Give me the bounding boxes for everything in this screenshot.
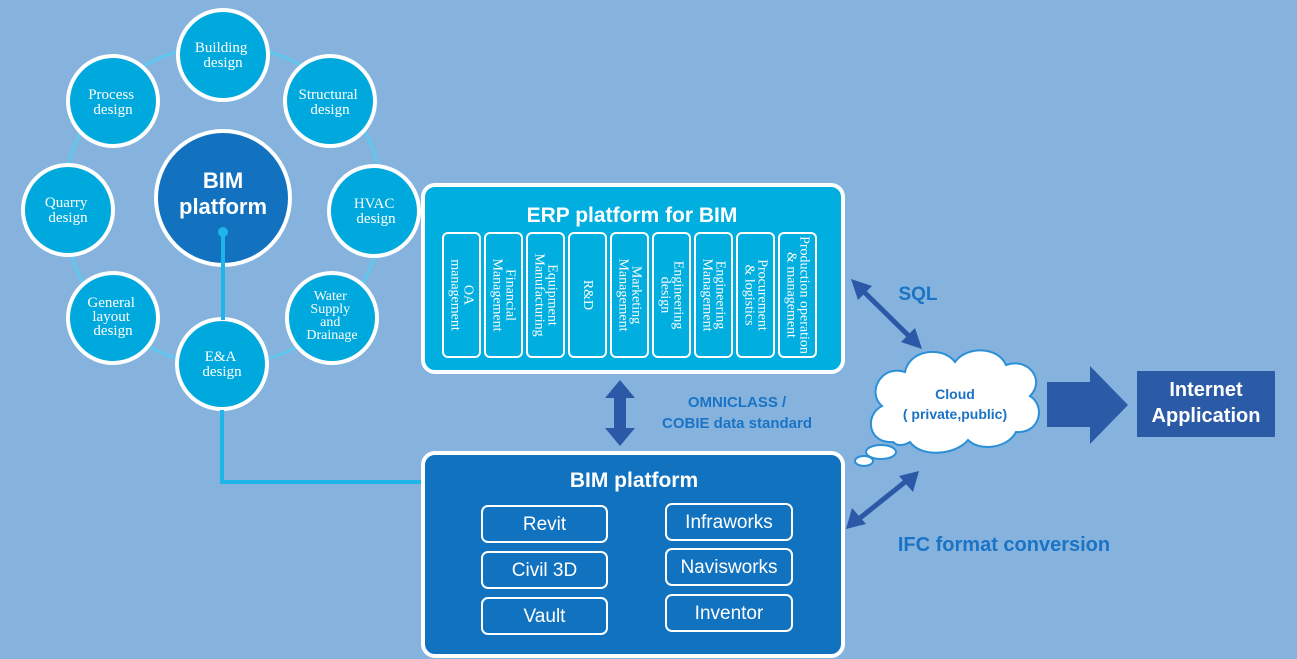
erp-module-label: Production operation [797, 236, 812, 354]
erp-module-label: & management [784, 252, 799, 338]
node-label-line: Process [88, 87, 134, 103]
erp-module-label: Procurement [755, 259, 770, 331]
internet-line2: Application [1152, 405, 1261, 427]
sql-arrow [851, 279, 922, 349]
node-label-line: design [203, 55, 243, 71]
hub-center-bim-platform: BIM platform [154, 129, 292, 267]
erp-module: Procurement& logistics [736, 232, 775, 358]
node-label-line: design [93, 102, 133, 118]
hub-center-line1: BIM [203, 168, 243, 193]
node-label-line: design [356, 211, 396, 227]
node-label-line: Quarry [45, 195, 88, 211]
erp-module-label: R&D [580, 280, 595, 310]
erp-module-label: Financial [503, 269, 518, 321]
hub-node-quarry-design: Quarry design [21, 163, 115, 257]
cloud-label-line1: Cloud [935, 386, 975, 402]
bim-tool-item: Navisworks [665, 548, 793, 586]
bim-box-title: BIM platform [570, 469, 698, 492]
node-label-line: General [87, 295, 134, 311]
erp-module-label: OA [461, 285, 476, 306]
standard-label-line2: COBIE data standard [662, 415, 812, 432]
cloud-label-line2: ( private,public) [903, 406, 1007, 422]
svg-text:Process design: Process design [88, 87, 138, 118]
hub-node-water-supply-drainage: Water Supply and Drainage [285, 271, 379, 365]
hub-center-line2: platform [179, 194, 267, 219]
bim-platform-box: BIM platform [421, 451, 845, 658]
svg-text:General layout des: General layout design [87, 295, 138, 339]
bim-tool-label: Revit [523, 514, 567, 535]
erp-module: Production operation& management [778, 232, 817, 358]
bim-tool-item: Revit [481, 505, 608, 543]
svg-text:Quarry design: Quarry design [45, 195, 91, 226]
node-label-line: E&A [205, 349, 237, 365]
bim-tool-item: Vault [481, 597, 608, 635]
node-label-line: design [93, 323, 133, 339]
node-label-line: design [202, 364, 242, 380]
hub-node-general-layout-design: General layout design [66, 271, 160, 365]
erp-module-label: Engineering [671, 261, 686, 329]
node-label-line: Supply [310, 302, 350, 317]
internet-arrow [1047, 366, 1128, 444]
bim-tool-label: Infraworks [685, 512, 773, 533]
internet-line1: Internet [1169, 379, 1243, 401]
erp-module-label: management [448, 259, 463, 331]
hub-node-hvac-design: HVAC design [327, 164, 421, 258]
bim-tool-item: Infraworks [665, 503, 793, 541]
node-label-line: Drainage [306, 328, 357, 343]
node-label-line: Structural [299, 87, 358, 103]
node-label-line: HVAC [354, 196, 395, 212]
erp-module-label: design [658, 277, 673, 314]
erp-title: ERP platform for BIM [527, 204, 738, 227]
svg-text:Water Supply and: Water Supply and Drainage [306, 289, 357, 343]
erp-module-label: Management [616, 258, 631, 331]
erp-bim-double-arrow [605, 380, 635, 446]
node-label-line: design [310, 102, 350, 118]
bim-tool-label: Vault [524, 606, 567, 627]
erp-module-label: Engineering [713, 261, 728, 329]
ifc-label: IFC format conversion [898, 534, 1110, 556]
ifc-arrow [846, 471, 919, 529]
cloud-shape [854, 349, 1040, 467]
hub-node-structural-design: Structural design [283, 54, 377, 148]
node-label-line: Building [195, 40, 248, 56]
erp-module-label: Marketing [629, 266, 644, 324]
bim-tool-label: Civil 3D [512, 560, 577, 581]
bim-tool-label: Navisworks [680, 557, 777, 578]
node-label-line: design [48, 210, 88, 226]
svg-text:Building design: Building design [195, 40, 251, 71]
hub-node-process-design: Process design [66, 54, 160, 148]
internet-application-box: Internet Application [1137, 371, 1275, 437]
node-label-line: layout [92, 309, 130, 325]
node-label-line: and [320, 315, 340, 330]
sql-label: SQL [898, 284, 937, 305]
erp-module-label: Equipment [545, 264, 560, 326]
erp-module-label: Management [490, 258, 505, 331]
svg-text:Structural design: Structural design [299, 87, 362, 118]
bim-tool-item: Civil 3D [481, 551, 608, 589]
svg-text:E&A design: E&A design [202, 349, 242, 380]
node-label-line: Water [314, 289, 347, 304]
hub-node-building-design: Building design [176, 8, 270, 102]
bim-tool-label: Inventor [695, 603, 764, 624]
erp-module-label: Management [700, 258, 715, 331]
erp-module-label: & logistics [742, 264, 757, 325]
bim-tool-item: Inventor [665, 594, 793, 632]
standard-label-line1: OMNICLASS / [688, 394, 787, 411]
erp-module: R&D [568, 232, 607, 358]
erp-module-label: Manufacturing [532, 253, 547, 336]
svg-text:HVAC design: HVAC design [354, 196, 398, 227]
hub-node-ea-design: E&A design [175, 317, 269, 411]
